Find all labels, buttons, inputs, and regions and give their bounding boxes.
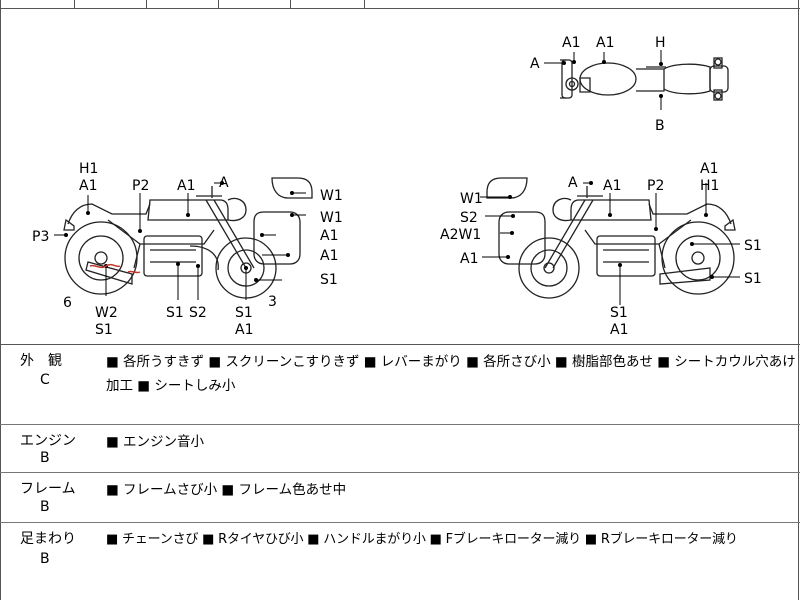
top-view-labels: A A1 A1 H B bbox=[530, 35, 666, 134]
section-text: ■ フレームさび小 ■ フレーム色あせ中 bbox=[106, 482, 347, 498]
svg-text:A1: A1 bbox=[320, 228, 338, 244]
top-view-motorcycle bbox=[560, 57, 729, 101]
section-category: 足まわり bbox=[20, 531, 76, 547]
section-grade: B bbox=[40, 450, 50, 466]
svg-text:P3: P3 bbox=[32, 229, 49, 245]
section-category: エンジン bbox=[20, 433, 76, 449]
motorcycle-diagram-svg: A A1 A1 H B H1 A1 P2 A1 A W1 W1 A1 A1 S1… bbox=[32, 35, 762, 338]
svg-text:S1: S1 bbox=[744, 238, 762, 254]
svg-text:A1: A1 bbox=[562, 35, 580, 51]
svg-text:S1: S1 bbox=[320, 272, 338, 288]
svg-text:S1: S1 bbox=[744, 271, 762, 287]
svg-text:A1: A1 bbox=[460, 251, 478, 267]
svg-text:A1: A1 bbox=[79, 178, 97, 194]
section-engine: エンジン B ■ エンジン音小 bbox=[0, 424, 800, 473]
svg-text:A: A bbox=[530, 56, 540, 72]
section-text: ■ チェーンさび ■ Rタイヤひび小 ■ ハンドルまがり小 ■ Fブレーキロータ… bbox=[106, 532, 738, 547]
section-category: フレーム bbox=[20, 481, 76, 497]
svg-text:W1: W1 bbox=[320, 210, 343, 226]
svg-text:W1: W1 bbox=[320, 188, 343, 204]
svg-text:A1: A1 bbox=[700, 161, 718, 177]
svg-text:H1: H1 bbox=[79, 161, 98, 177]
svg-text:A1: A1 bbox=[235, 322, 253, 338]
svg-text:S2: S2 bbox=[460, 210, 478, 226]
left-view-labels: H1 A1 P2 A1 A W1 W1 A1 A1 S1 P3 6 W2 S1 … bbox=[32, 161, 343, 338]
svg-text:P2: P2 bbox=[132, 178, 149, 194]
svg-text:S1: S1 bbox=[166, 305, 184, 321]
section-category: 外 観 bbox=[20, 353, 62, 369]
section-text: ■ 各所うすきず ■ スクリーンこすりきず ■ レバーまがり ■ 各所さび小 ■… bbox=[106, 354, 796, 394]
section-exterior: 外 観 C ■ 各所うすきず ■ スクリーンこすりきず ■ レバーまがり ■ 各… bbox=[0, 344, 800, 425]
section-frame: フレーム B ■ フレームさび小 ■ フレーム色あせ中 bbox=[0, 472, 800, 523]
right-view-labels: A1 A A1 P2 H1 W1 S2 A2W1 A1 S1 S1 S1 A1 bbox=[440, 161, 762, 338]
svg-text:A1: A1 bbox=[320, 248, 338, 264]
svg-text:W2: W2 bbox=[95, 305, 118, 321]
svg-text:S1: S1 bbox=[95, 322, 113, 338]
svg-text:A1: A1 bbox=[177, 178, 195, 194]
damage-diagram: A A1 A1 H B H1 A1 P2 A1 A W1 W1 A1 A1 S1… bbox=[0, 8, 800, 345]
svg-text:B: B bbox=[655, 118, 665, 134]
svg-text:6: 6 bbox=[63, 295, 72, 311]
svg-text:A1: A1 bbox=[596, 35, 614, 51]
svg-text:A: A bbox=[568, 175, 578, 191]
section-suspension: 足まわり B ■ チェーンさび ■ Rタイヤひび小 ■ ハンドルまがり小 ■ F… bbox=[0, 522, 800, 600]
header-strip bbox=[0, 0, 800, 9]
section-grade: B bbox=[40, 499, 50, 515]
svg-text:A1: A1 bbox=[610, 322, 628, 338]
section-grade: C bbox=[40, 372, 50, 388]
svg-text:P2: P2 bbox=[647, 178, 664, 194]
svg-text:A: A bbox=[219, 175, 229, 191]
svg-text:H1: H1 bbox=[700, 178, 719, 194]
svg-text:S1: S1 bbox=[235, 305, 253, 321]
left-side-motorcycle bbox=[63, 177, 313, 299]
section-text: ■ エンジン音小 bbox=[106, 434, 205, 450]
svg-text:S2: S2 bbox=[189, 305, 207, 321]
section-grade: B bbox=[40, 551, 50, 567]
right-side-motorcycle bbox=[486, 177, 736, 299]
svg-text:A2W1: A2W1 bbox=[440, 227, 481, 243]
svg-text:3: 3 bbox=[268, 294, 277, 310]
svg-text:W1: W1 bbox=[460, 191, 483, 207]
red-mark bbox=[89, 263, 121, 269]
svg-text:A1: A1 bbox=[603, 178, 621, 194]
svg-text:H: H bbox=[655, 35, 666, 51]
damage-markers bbox=[64, 60, 714, 282]
svg-text:S1: S1 bbox=[610, 305, 628, 321]
